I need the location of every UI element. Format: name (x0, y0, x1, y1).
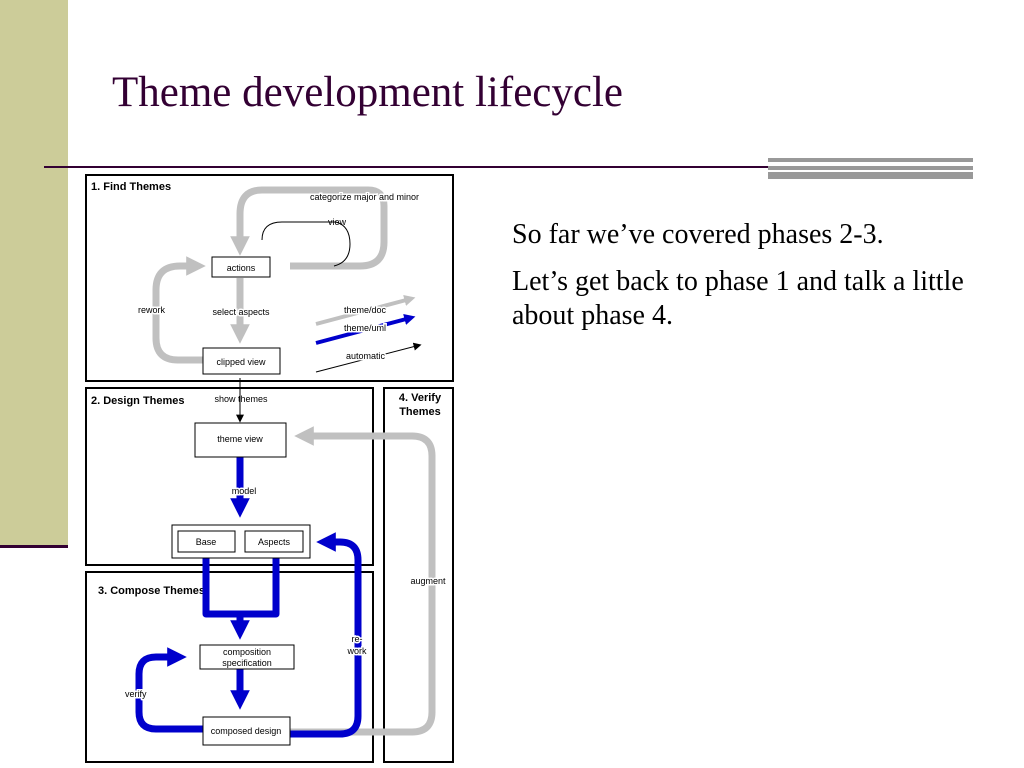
bullet-item: So far we’ve covered phases 2-3. (512, 219, 884, 250)
rework-label: rework (138, 305, 166, 315)
composition-spec-label: composition (223, 647, 271, 657)
augment-loop-arrow (290, 426, 436, 736)
aspects-to-composition-flow (230, 556, 280, 640)
categorize-label: categorize major and minor (310, 192, 419, 202)
slide-title: Theme development lifecycle (112, 69, 623, 116)
view-label: view (328, 217, 347, 227)
legend-doc-arrow (315, 295, 416, 326)
base-node (177, 530, 236, 553)
composed-design-node (202, 716, 291, 746)
title-rule (44, 166, 774, 168)
phase-find-panel (85, 174, 454, 382)
bullet-item: Let’s get back to phase 1 and talk a lit… (512, 266, 964, 331)
theme-view-label: theme view (217, 434, 263, 444)
clipped-view-label: clipped view (216, 357, 266, 367)
phase-find-title: 1. Find Themes (91, 181, 171, 193)
composed-design-label: composed design (211, 726, 282, 736)
rework-blue-label: re- (352, 634, 363, 644)
select-aspects-label: select aspects (212, 307, 270, 317)
legend-uml-arrow (315, 314, 416, 345)
rework-blue-loop-arrow (290, 532, 362, 738)
base-to-composition-flow (202, 556, 242, 618)
show-themes-label: show themes (214, 394, 268, 404)
title-rule-accent (768, 158, 973, 179)
composition-spec-node (199, 644, 295, 670)
actions-node (211, 256, 271, 278)
categorize-loop-arrow (230, 186, 388, 270)
aspects-label: Aspects (258, 537, 291, 547)
phase-verify-panel (383, 387, 454, 763)
rework-loop-arrow (152, 256, 206, 364)
base-label: Base (196, 537, 217, 547)
legend-automatic-label: automatic (346, 351, 386, 361)
legend-uml-label: theme/uml (344, 323, 386, 333)
phase-verify-title: 4. Verify (399, 392, 442, 404)
theme-view-node (194, 422, 287, 458)
verify-label: verify (125, 689, 147, 699)
legend-doc-label: theme/doc (344, 305, 387, 315)
actions-label: actions (227, 263, 256, 273)
side-band (0, 0, 68, 548)
phase-design-title: 2. Design Themes (91, 395, 185, 407)
phase-compose-title: 3. Compose Themes (98, 585, 205, 597)
composition-spec-label: specification (222, 658, 272, 668)
aspects-node (244, 530, 304, 553)
rework-blue-label: work (346, 646, 367, 656)
phase-verify-title: Themes (399, 406, 441, 418)
view-curve (261, 221, 351, 267)
model-label: model (232, 486, 257, 496)
bullet-list: So far we’ve covered phases 2-3. Let’s g… (512, 218, 982, 346)
side-band-underline (0, 545, 68, 548)
legend-automatic-arrow (315, 342, 422, 373)
augment-label: augment (410, 576, 446, 586)
verify-loop-arrow (135, 647, 203, 733)
clipped-view-node (202, 347, 281, 375)
